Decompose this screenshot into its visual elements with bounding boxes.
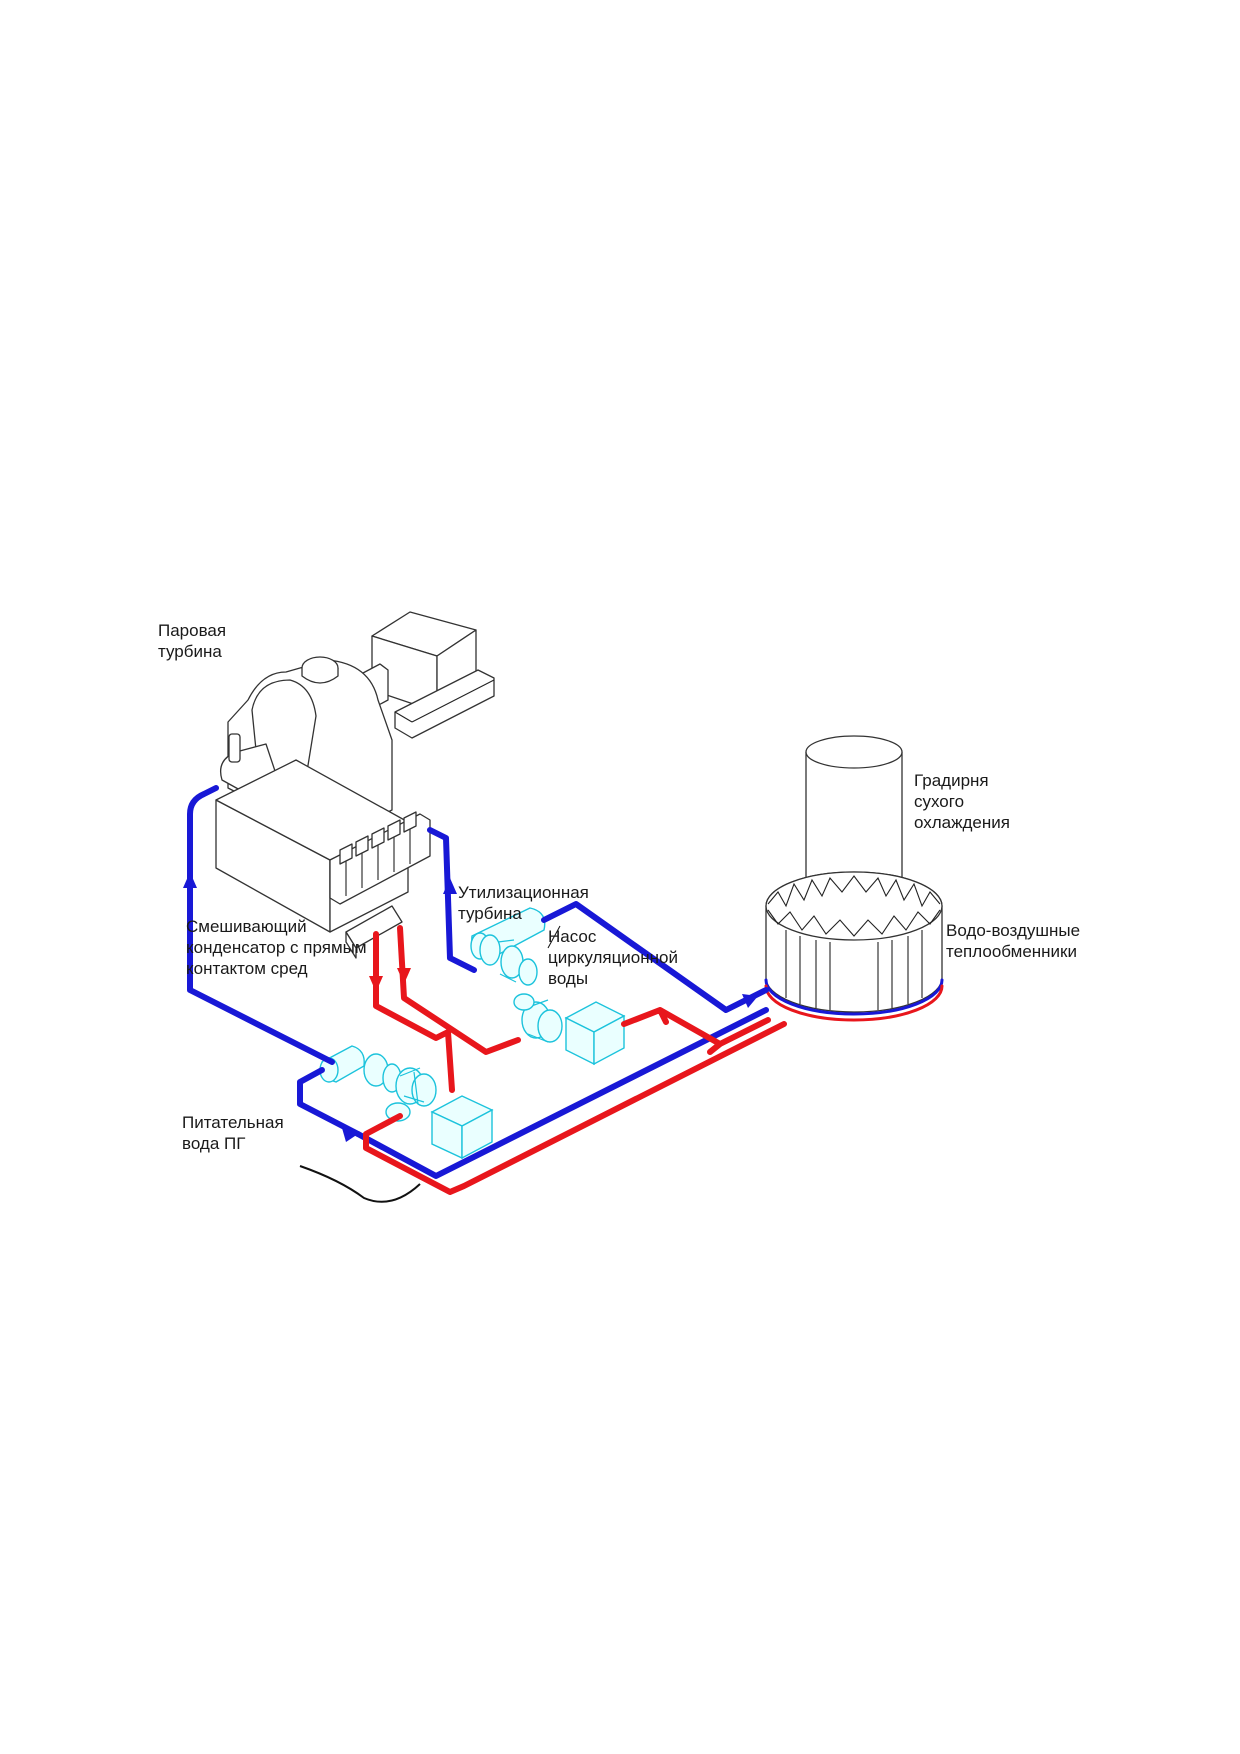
pipe-red-to-tower [621,1007,771,1055]
dry-cooling-tower [764,735,944,1022]
label-mixing-condenser: Смешивающий конденсатор с прямым контакт… [186,916,367,979]
label-heat-exchangers-line1: Водо-воздушные [946,921,1081,940]
label-dry-cooling-tower-line3: охлаждения [914,813,1010,832]
arrow-to-tower [742,994,758,1008]
label-circulation-pump: Насос циркуляционной воды [548,926,678,989]
pipe-red-from-condenser-2 [397,925,521,1055]
label-dry-cooling-tower: Градирня сухого охлаждения [914,770,1010,833]
label-heat-exchangers-line2: теплообменники [946,942,1077,961]
label-recovery-turbine-line2: турбина [458,904,522,923]
label-mixing-condenser-line1: Смешивающий [186,917,307,936]
flow-arrows [183,872,758,1142]
feed-water-outlet [299,1165,421,1203]
label-recovery-turbine-line1: Утилизационная [458,883,589,902]
label-circulation-pump-line3: воды [548,969,589,988]
label-circulation-pump-line1: Насос [548,927,597,946]
generator-box [371,611,495,739]
pump-label-leader [547,925,561,949]
label-dry-cooling-tower-line2: сухого [914,792,965,811]
tower-fins [767,875,941,908]
label-feed-water-line2: вода ПГ [182,1134,246,1153]
arrow-up-recovery [443,878,457,894]
label-dry-cooling-tower-line1: Градирня [914,771,989,790]
circulation-pump [470,907,626,1066]
pipe-blue-return [355,1007,769,1179]
arrow-down-red-2 [397,968,411,984]
steam-turbine [215,611,495,959]
tower-top [805,735,903,769]
heat-exchanger-panels [785,930,923,1010]
label-steam-turbine-line1: Паровая [158,621,227,640]
label-steam-turbine-line2: турбина [158,642,222,661]
feed-water-pump [319,1045,494,1160]
label-mixing-condenser-line3: контактом сред [186,959,308,978]
pipe-blue-left-riser [187,785,335,1065]
arrow-right-feed [342,1128,358,1142]
pipe-blue-upper [427,827,477,973]
label-circulation-pump-line2: циркуляционной [548,948,678,967]
arrow-down-red-1 [369,976,383,992]
pipe-blue-feed [297,1067,361,1137]
label-feed-water: Питательная вода ПГ [182,1112,284,1154]
condenser-ribs [329,811,431,905]
arrow-up-left [183,872,197,888]
label-steam-turbine: Паровая турбина [158,620,226,662]
label-heat-exchangers: Водо-воздушные теплообменники [946,920,1080,962]
label-recovery-turbine: Утилизационная турбина [458,882,589,924]
label-feed-water-line1: Питательная [182,1113,284,1132]
label-mixing-condenser-line2: конденсатор с прямым [186,938,367,957]
pipe-red-lower [363,1021,787,1195]
